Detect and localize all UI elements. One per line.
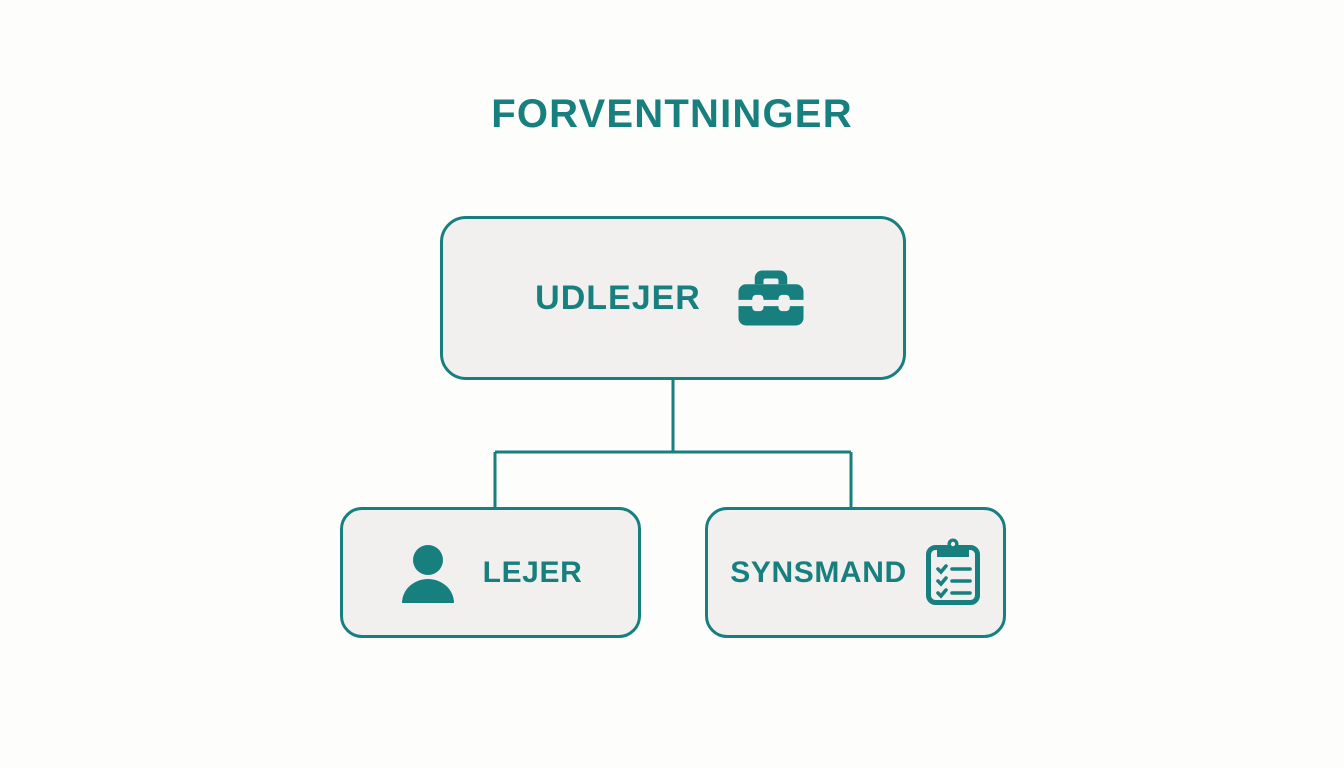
node-udlejer-label: UDLEJER — [535, 278, 701, 317]
page-title: FORVENTNINGER — [491, 92, 853, 136]
node-lejer[interactable]: LEJER — [340, 507, 641, 638]
node-udlejer[interactable]: UDLEJER — [440, 216, 906, 380]
briefcase-icon — [731, 258, 811, 338]
person-icon — [399, 541, 457, 605]
node-synsmand-label: SYNSMAND — [730, 555, 907, 589]
node-synsmand[interactable]: SYNSMAND — [705, 507, 1006, 638]
clipboard-checklist-icon — [925, 538, 981, 608]
node-lejer-label: LEJER — [482, 555, 583, 589]
